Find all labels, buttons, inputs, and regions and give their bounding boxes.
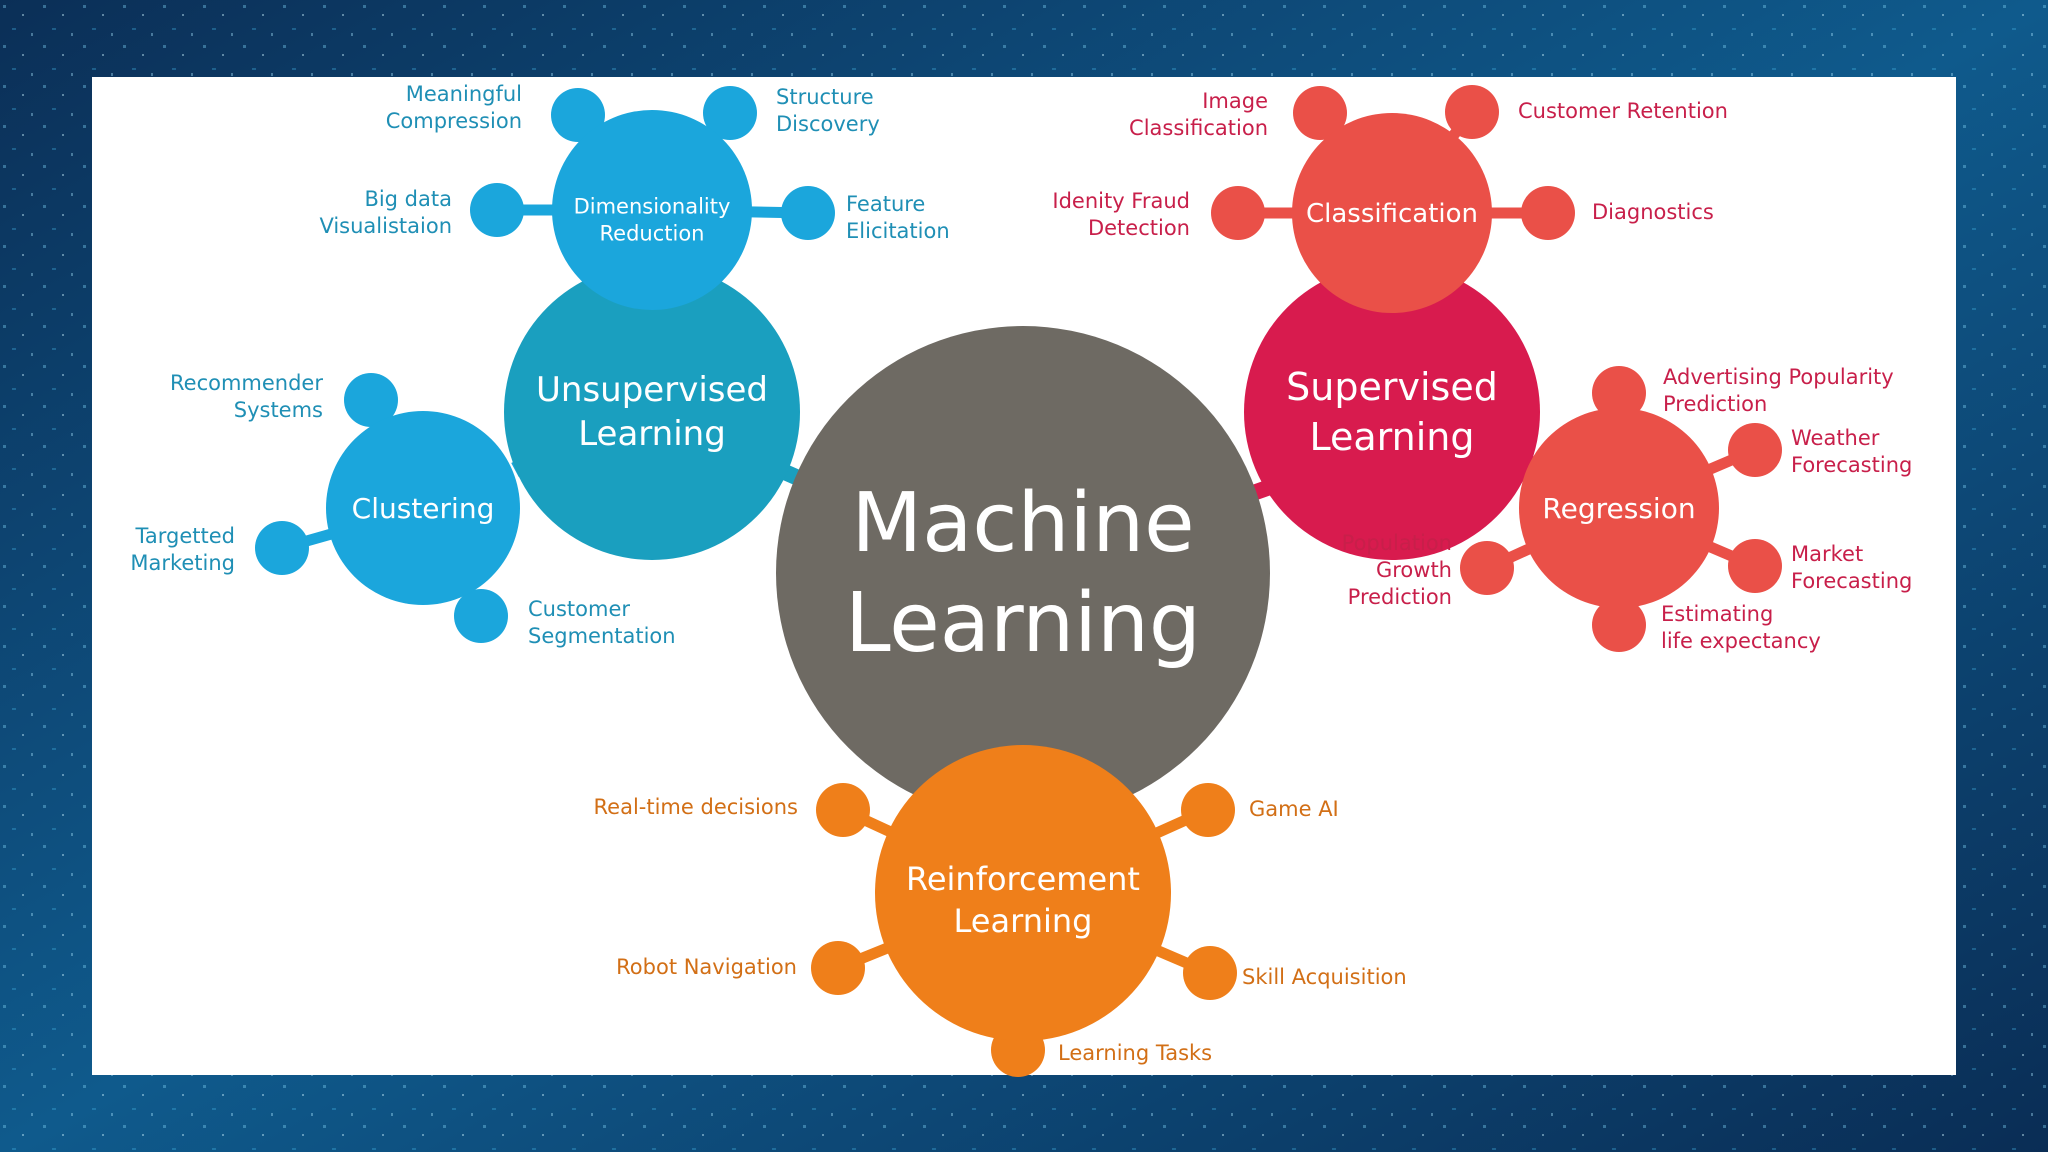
regression-population-growth-node <box>1460 541 1514 595</box>
dimensionality-big-data-visualistaion-node <box>470 183 524 237</box>
supervised-hub <box>1244 264 1540 560</box>
classification-hub <box>1292 113 1492 313</box>
regression-market-forecasting-node <box>1728 539 1782 593</box>
classification-diagnostics-node <box>1521 186 1575 240</box>
dimensionality-feature-elicitation-node <box>781 186 835 240</box>
center-hub <box>776 326 1270 820</box>
leaf-diagnostics: Diagnostics <box>1592 200 1714 224</box>
clustering-customer-segmentation-node <box>454 589 508 643</box>
regression-advertising-popularity-node <box>1592 366 1646 420</box>
dimensionality-meaningful-compression-node <box>551 88 605 142</box>
classification-customer-retention-node <box>1445 85 1499 139</box>
reinforcement-hub <box>875 745 1171 1041</box>
leaf-game-ai: Game AI <box>1249 797 1339 821</box>
leaf-robot-navigation: Robot Navigation <box>616 955 797 979</box>
unsupervised-hub <box>504 264 800 560</box>
regression-hub <box>1519 408 1719 608</box>
leaf-skill-acquisition: Skill Acquisition <box>1242 965 1407 989</box>
classification-title: Classification <box>1306 199 1478 229</box>
regression-estimating-life-expectancy-node <box>1592 598 1646 652</box>
leaf-customer-retention: Customer Retention <box>1518 99 1728 123</box>
clustering-title: Clustering <box>352 492 495 525</box>
regression-weather-forecasting-node <box>1728 423 1782 477</box>
reinforcement-real-time-decisions-node <box>816 783 870 837</box>
reinforcement-game-ai-node <box>1181 783 1235 837</box>
leaf-learning-tasks: Learning Tasks <box>1058 1041 1212 1065</box>
classification-idenity-fraud-detection-node <box>1211 186 1265 240</box>
reinforcement-robot-navigation-node <box>811 941 865 995</box>
regression-title: Regression <box>1542 492 1695 525</box>
dimensionality-structure-discovery-node <box>703 86 757 140</box>
clustering-targetted-marketing-node <box>255 521 309 575</box>
dimensionality-hub <box>552 110 752 310</box>
reinforcement-skill-acquisition-node <box>1183 946 1237 1000</box>
clustering-recommender-systems-node <box>344 373 398 427</box>
leaf-real-time-decisions: Real-time decisions <box>594 795 798 819</box>
clustering-hub <box>326 411 520 605</box>
classification-image-classification-node <box>1293 86 1347 140</box>
